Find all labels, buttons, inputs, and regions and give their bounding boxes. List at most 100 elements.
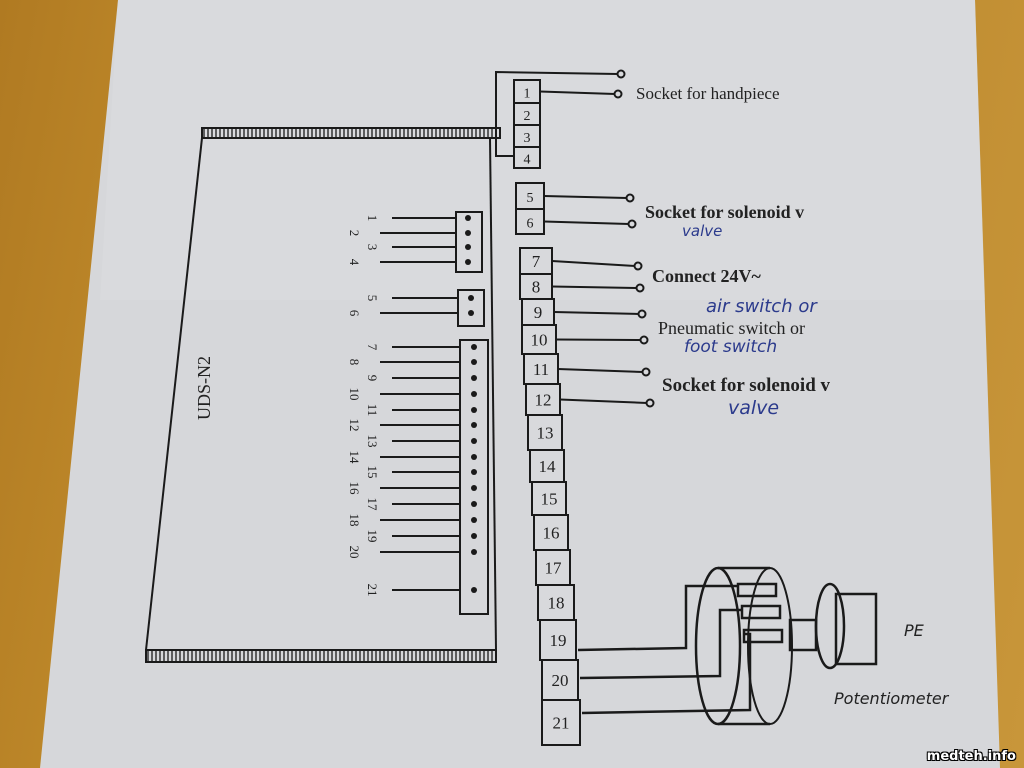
board-connector-5-6	[457, 289, 485, 327]
terminal-number: 7	[532, 252, 541, 271]
pin-dot	[471, 359, 477, 365]
terminal-18: 18	[537, 584, 575, 621]
terminal-16: 16	[533, 514, 569, 551]
wire-end-circle	[627, 219, 637, 229]
board-pin-number: 5	[365, 295, 380, 302]
terminal-10: 10	[521, 324, 557, 355]
note-foot-switch: foot switch	[684, 337, 777, 357]
board-pin-number: 12	[347, 419, 362, 432]
note-valve-2: valve	[728, 397, 779, 419]
board-pin-number: 4	[347, 259, 362, 266]
pin-dot	[471, 533, 477, 539]
wire-terminal-6	[543, 220, 630, 225]
wire-terminal-11	[557, 368, 644, 373]
note-air-switch: air switch or	[706, 296, 818, 317]
note-valve-1: valve	[682, 222, 722, 240]
pin-dot	[465, 230, 471, 236]
output-wires	[539, 69, 655, 408]
wire-terminal-7	[551, 260, 636, 267]
pin-dot	[471, 587, 477, 593]
wire-terminal-1	[539, 90, 616, 95]
pin-dot	[471, 469, 477, 475]
board-pin-number: 21	[365, 584, 380, 597]
terminal-number: 18	[548, 594, 565, 613]
pin-dot	[471, 517, 477, 523]
board-comb-top	[203, 129, 497, 137]
terminal-14: 14	[529, 449, 565, 483]
terminal-number: 1	[524, 87, 531, 102]
terminal-number: 11	[533, 360, 549, 379]
board-label: UDS-N2	[194, 356, 214, 420]
label-power: Connect 24V~	[652, 266, 761, 286]
wire-handpiece-bracket	[495, 70, 619, 157]
pin-dot	[471, 501, 477, 507]
terminal-1: 1	[513, 79, 541, 104]
terminal-19: 19	[539, 619, 577, 661]
terminal-number: 20	[552, 671, 569, 690]
mark-pe: PE	[904, 621, 925, 640]
wire-end-circle	[633, 261, 643, 271]
wire-end-circle	[639, 335, 649, 345]
terminal-15: 15	[531, 481, 567, 516]
pin-dot	[471, 454, 477, 460]
label-solenoid-1: Socket for solenoid v	[645, 202, 804, 222]
terminal-8: 8	[519, 273, 553, 300]
terminal-number: 4	[524, 153, 531, 168]
board-pin-number: 19	[365, 530, 380, 543]
board-comb-bottom	[147, 651, 493, 661]
terminal-number: 10	[531, 331, 548, 350]
board-pin-number: 17	[365, 498, 380, 512]
pin-dot	[465, 244, 471, 250]
wire-terminal-5	[543, 195, 628, 199]
label-handpiece: Socket for handpiece	[636, 84, 780, 103]
pin-dot	[471, 422, 477, 428]
terminal-4: 4	[513, 146, 541, 169]
terminal-number: 13	[537, 424, 554, 443]
pin-dot	[465, 215, 471, 221]
pin-dot	[471, 344, 477, 350]
label-solenoid-2: Socket for solenoid v	[662, 375, 831, 396]
label-potentiometer: Potentiometer	[834, 689, 950, 708]
pin-dot	[471, 407, 477, 413]
wire-end-circle	[616, 69, 626, 79]
wire-terminal-9	[553, 311, 640, 315]
board-uds-n2: UDS-N2	[145, 127, 501, 663]
pin-dot	[468, 295, 474, 301]
board-pin-number: 13	[365, 435, 380, 448]
terminal-17: 17	[535, 549, 571, 586]
board-pin-number: 2	[347, 230, 362, 237]
terminal-number: 2	[524, 109, 531, 124]
terminal-number: 17	[545, 559, 563, 578]
board-pin-number: 16	[347, 482, 362, 496]
terminal-12: 12	[525, 383, 561, 416]
terminal-2: 2	[513, 102, 541, 126]
terminal-7: 7	[519, 247, 553, 275]
board-pin-number: 20	[347, 546, 362, 559]
pin-dot	[471, 549, 477, 555]
pin-dot	[471, 391, 477, 397]
pin-dot	[471, 375, 477, 381]
terminal-number: 8	[532, 278, 541, 297]
board-pin-number: 6	[347, 310, 362, 317]
terminal-13: 13	[527, 414, 563, 451]
terminal-number: 9	[534, 303, 543, 322]
board-pin-number: 10	[347, 388, 362, 401]
pin-dot	[465, 259, 471, 265]
terminal-number: 5	[527, 191, 534, 206]
terminal-number: 3	[524, 131, 531, 146]
wire-terminal-10	[555, 338, 642, 341]
wire-terminal-8	[551, 285, 638, 289]
board-connector-7-21	[459, 339, 489, 615]
wire-end-circle	[613, 89, 623, 99]
wire-terminal-12	[559, 398, 648, 404]
terminal-9: 9	[521, 298, 555, 326]
terminal-20: 20	[541, 659, 579, 701]
terminal-number: 12	[535, 391, 552, 410]
board-connector-1-4	[455, 211, 483, 273]
board-pin-number: 3	[365, 244, 380, 251]
board-pin-number: 1	[365, 215, 380, 222]
label-pneumatic: Pneumatic switch or	[658, 318, 805, 338]
terminal-number: 21	[553, 714, 570, 733]
